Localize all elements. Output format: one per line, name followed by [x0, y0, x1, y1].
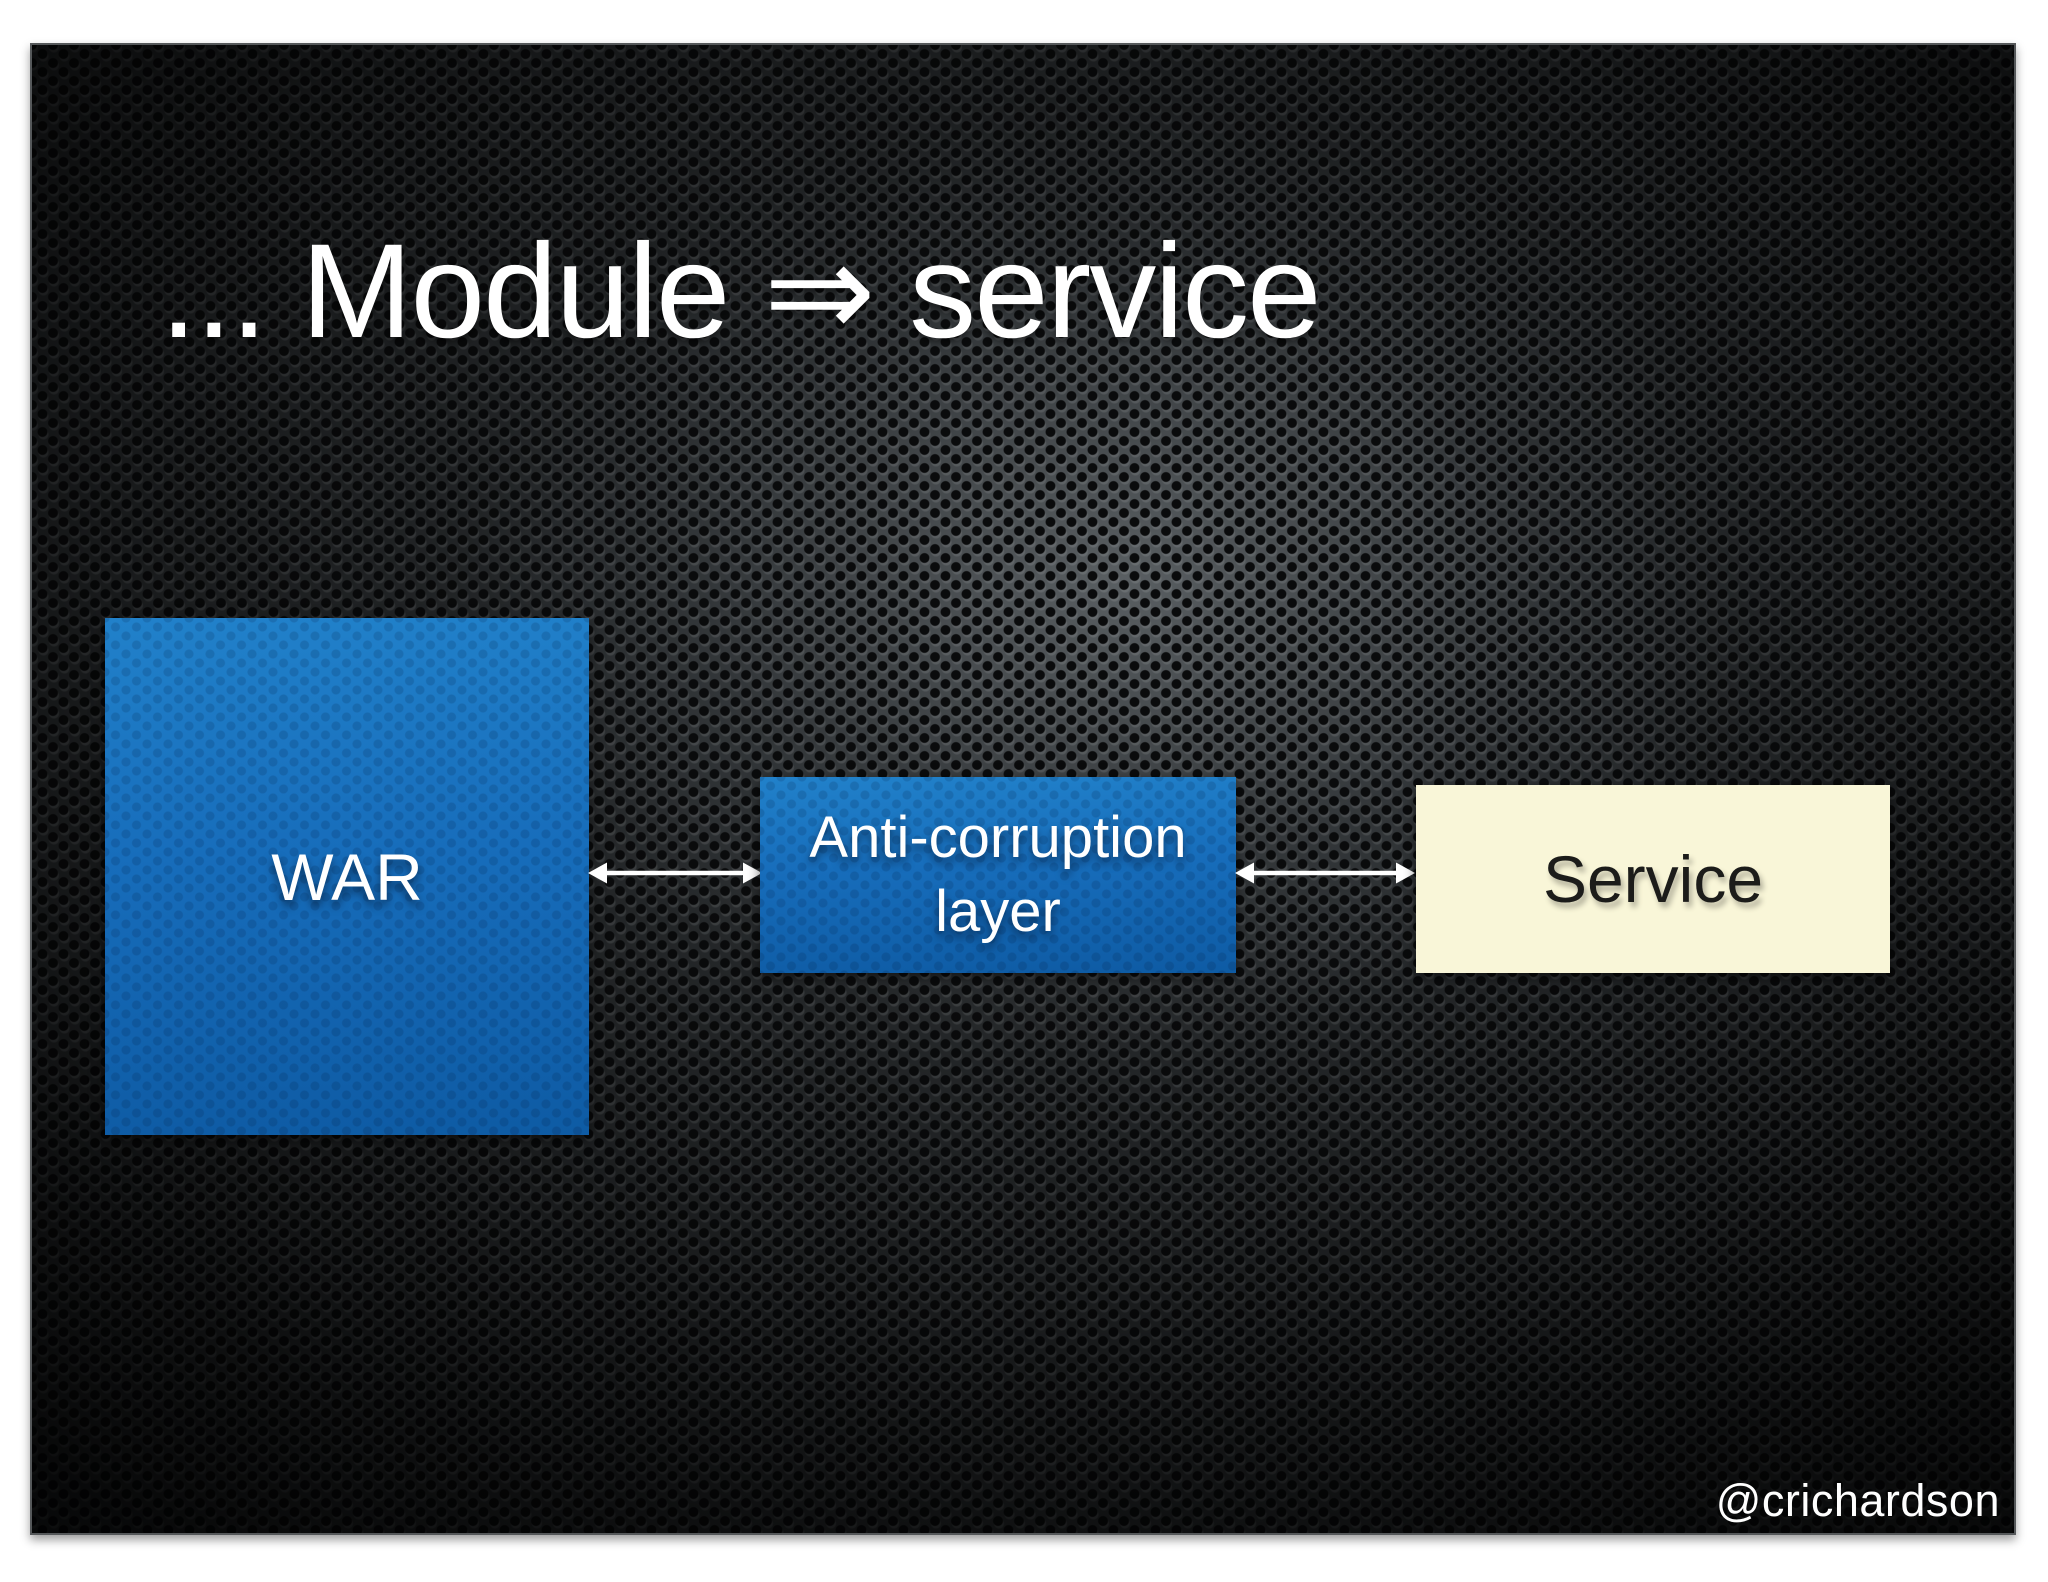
bidirectional-arrow-icon — [1235, 862, 1415, 884]
node-service: Service — [1416, 785, 1890, 973]
slide: ... Module ⇒ service WAR Anti-corruption… — [30, 43, 2016, 1535]
watermark: @crichardson — [1715, 1475, 2000, 1526]
node-anti-corruption-layer-label: Anti-corruption layer — [809, 804, 1187, 944]
slide-title: ... Module ⇒ service — [160, 217, 1322, 366]
node-service-label: Service — [1542, 842, 1764, 916]
bidirectional-arrow-icon — [588, 862, 762, 884]
node-war: WAR — [105, 618, 589, 1135]
node-war-label: WAR — [271, 839, 423, 914]
node-anti-corruption-layer: Anti-corruption layer — [760, 777, 1236, 973]
